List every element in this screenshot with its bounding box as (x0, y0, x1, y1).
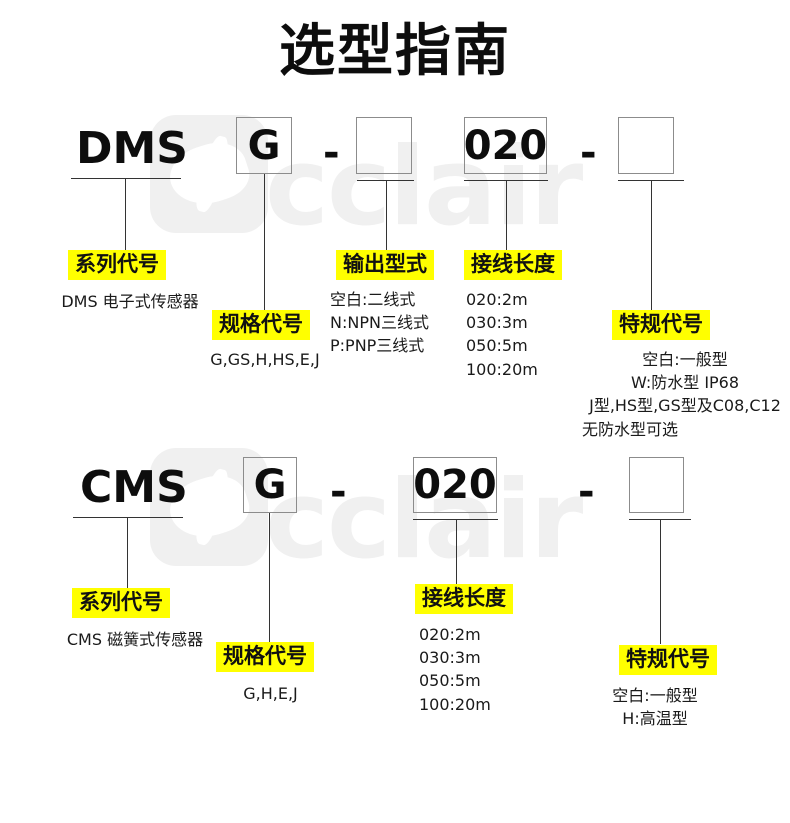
page-title: 选型指南 (279, 19, 511, 84)
dms-special-leader (651, 180, 652, 310)
dms-callout-cable-length-tag: 接线长度 (464, 250, 562, 281)
desc-line: CMS 磁簧式传感器 (66, 630, 204, 649)
dms-output-type-box[interactable] (356, 117, 412, 174)
dms-callout-output-type-tag: 输出型式 (336, 250, 434, 281)
dms-special-code-box[interactable] (618, 117, 674, 174)
cms-callout-spec-code-tag: 规格代号 (216, 642, 314, 673)
cms-separator-2: - (578, 469, 595, 515)
cms-callout-spec-code-desc: G,H,E,J (198, 682, 343, 705)
desc-line: 030:3m (419, 648, 481, 668)
desc-line: 无防水型可选 (582, 419, 679, 439)
dms-output-underline (357, 180, 414, 181)
cms-special-leader (660, 519, 661, 644)
cms-series-underline (73, 517, 183, 518)
cms-cable-length-box[interactable]: 020 (413, 457, 497, 513)
cms-series-leader (127, 517, 128, 590)
desc-line: N:NPN三线式 (330, 313, 429, 333)
dms-callout-series-code-tag: 系列代号 (68, 250, 166, 281)
dms-callout-spec-code-tag: 规格代号 (212, 310, 310, 341)
cms-cable-underline (413, 519, 498, 520)
cms-cable-leader (456, 519, 457, 586)
desc-line: 050:5m (466, 336, 528, 356)
dms-separator-1: - (323, 130, 340, 176)
cms-callout-series-code-desc: CMS 磁簧式传感器 (40, 628, 230, 651)
desc-line: 空白:二线式 (330, 290, 416, 309)
desc-line: 空白:一般型 (612, 686, 698, 705)
dms-spec-leader (264, 174, 265, 312)
cms-callout-cable-length-desc: 020:2m 030:3m 050:5m 100:20m (419, 623, 539, 716)
cms-spec-code-box[interactable]: G (243, 457, 297, 513)
dms-series-leader (125, 178, 126, 252)
cms-callout-special-code-tag: 特规代号 (619, 645, 717, 676)
cms-special-code-box[interactable] (629, 457, 684, 513)
cms-callout-series-code-tag: 系列代号 (72, 588, 170, 619)
desc-line: 020:2m (419, 625, 481, 644)
dms-callout-special-code-desc: 空白:一般型 W:防水型 IP68 J型,HS型,GS型及C08,C12 无防水… (580, 348, 790, 441)
desc-line: H:高温型 (622, 709, 688, 729)
desc-line: G,H,E,J (243, 684, 298, 703)
cms-callout-special-code-desc: 空白:一般型 H:高温型 (580, 684, 730, 730)
cms-callout-cable-length-tag: 接线长度 (415, 584, 513, 615)
desc-line: 100:20m (466, 359, 538, 379)
desc-line: W:防水型 IP68 (630, 373, 740, 393)
dms-output-leader (386, 180, 387, 250)
desc-line: 020:2m (466, 290, 528, 309)
dms-series-code: DMS (76, 123, 188, 174)
dms-separator-2: - (580, 130, 597, 176)
cms-separator-1: - (330, 469, 347, 515)
dms-callout-output-type-desc: 空白:二线式 N:NPN三线式 P:PNP三线式 (330, 288, 460, 358)
desc-line: DMS 电子式传感器 (61, 292, 199, 311)
dms-callout-spec-code-desc: G,GS,H,HS,E,J (190, 348, 340, 371)
desc-line: 空白:一般型 (642, 350, 728, 369)
dms-cable-leader (506, 180, 507, 250)
desc-line: J型,HS型,GS型及C08,C12 (589, 396, 781, 416)
dms-spec-code-box[interactable]: G (236, 117, 292, 174)
desc-line: P:PNP三线式 (330, 336, 425, 356)
desc-line: G,GS,H,HS,E,J (210, 350, 320, 369)
dms-callout-series-code-desc: DMS 电子式传感器 (40, 290, 220, 313)
dms-callout-special-code-tag: 特规代号 (612, 310, 710, 341)
dms-callout-cable-length-desc: 020:2m 030:3m 050:5m 100:20m (466, 288, 586, 381)
dms-cable-length-box[interactable]: 020 (464, 117, 547, 174)
cms-series-code: CMS (80, 462, 188, 513)
desc-line: 100:20m (419, 694, 491, 714)
desc-line: 030:3m (466, 313, 528, 333)
desc-line: 050:5m (419, 671, 481, 691)
dms-series-underline (71, 178, 181, 179)
cms-spec-leader (269, 513, 270, 644)
